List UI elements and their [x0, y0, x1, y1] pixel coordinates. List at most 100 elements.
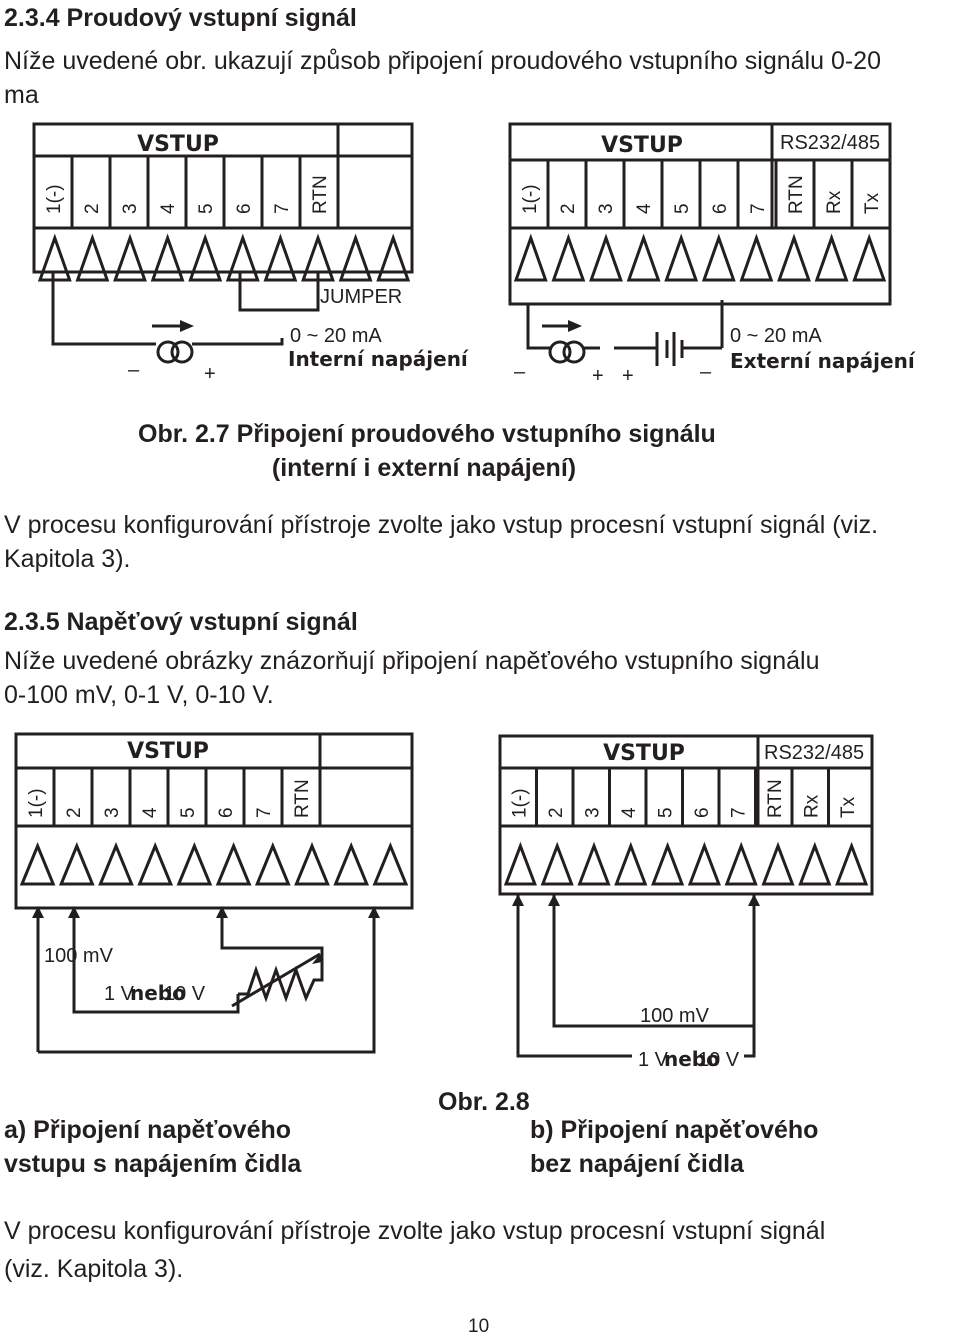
terminal-screw-icon [225, 233, 260, 282]
terminal-screw-icon [589, 233, 623, 282]
fig28-right-100mv: 100 mV [640, 1005, 710, 1027]
fig27-left-header: VSTUP [137, 132, 219, 157]
fig27-left-range: 0 ~ 20 mA [290, 325, 382, 347]
terminal-label: 4 [140, 807, 161, 818]
fig27-right-plus-2: + [622, 365, 634, 387]
section-2-3-4-intro: Níže uvedené obr. ukazují způsob připoje… [4, 47, 881, 75]
terminal-screw-icon [254, 842, 291, 886]
fig27-right-minus-2: – [700, 361, 712, 383]
terminal-label: 4 [634, 203, 655, 214]
terminal-screw-icon [372, 842, 409, 886]
fig28-right-wiring [512, 894, 760, 1058]
fig28-left-sensor-resistor-icon [238, 965, 324, 1003]
terminal-screw-icon [577, 841, 611, 886]
fig28-left-100mv: 100 mV [44, 945, 114, 967]
terminal-label: 6 [234, 203, 255, 214]
terminal-label: 2 [546, 807, 567, 818]
terminal-screw-icon [113, 233, 147, 282]
fig28-left-10v: 10 V [164, 983, 206, 1005]
terminal-label: RTN [765, 779, 786, 818]
terminal-label: 2 [64, 807, 85, 818]
fig27-left-supply: Interní napájení [288, 347, 469, 371]
terminal-screw-icon [58, 842, 95, 886]
terminal-label: 7 [748, 203, 769, 214]
terminal-screw-icon [263, 233, 298, 282]
terminal-screw-icon [835, 841, 869, 886]
terminal-screw-icon [188, 233, 223, 282]
fig28-left-wiring [32, 906, 380, 1054]
fig28-right-header: VSTUP [603, 741, 685, 766]
figure-2-8-caption-b: b) Připojení napěťového [530, 1116, 819, 1144]
terminal-screw-icon [75, 233, 110, 282]
terminal-label: 2 [558, 203, 579, 214]
terminal-screw-icon [294, 842, 330, 886]
terminal-label: 3 [120, 203, 141, 214]
terminal-screw-icon [798, 841, 832, 886]
fig28-right-comm-header: RS232/485 [764, 742, 864, 764]
terminal-screw-icon [777, 233, 811, 282]
fig27-right-range: 0 ~ 20 mA [730, 325, 822, 347]
terminal-screw-icon [852, 233, 887, 282]
terminal-screw-icon [98, 842, 134, 886]
fig27-right-header: VSTUP [601, 133, 683, 158]
terminal-label: 7 [254, 807, 275, 818]
terminal-label: 6 [710, 203, 731, 214]
terminal-label: RTN [786, 175, 807, 214]
terminal-label: 7 [272, 203, 293, 214]
section-2-3-5-intro-cont: 0-100 mV, 0-1 V, 0-10 V. [4, 681, 274, 709]
terminal-screw-icon [338, 233, 373, 282]
note-configuration-1-cont: Kapitola 3). [4, 545, 131, 573]
fig27-left-minus: – [128, 359, 140, 381]
fig28-right-1v: 1 V [638, 1049, 669, 1071]
terminal-screw-icon [333, 842, 370, 886]
terminal-label: Tx [862, 192, 883, 214]
section-2-3-5-intro: Níže uvedené obrázky znázorňují připojen… [4, 647, 820, 675]
terminal-label: 5 [178, 807, 199, 818]
terminal-screw-icon [761, 841, 795, 886]
terminal-label: 4 [158, 203, 179, 214]
terminal-screw-icon [724, 841, 758, 886]
terminal-label: 1(-) [520, 184, 541, 214]
terminal-label: 3 [596, 203, 617, 214]
fig27-left-jumper-wire [238, 272, 320, 312]
fig28-right-nebo: nebo [664, 1047, 720, 1071]
terminal-label: 7 [728, 807, 749, 818]
terminal-screw-icon [176, 842, 213, 886]
terminal-screw-icon [551, 233, 586, 282]
terminal-label: 6 [216, 807, 237, 818]
fig27-right-wiring [526, 300, 724, 366]
fig27-right-plus-1: + [592, 365, 604, 387]
terminal-screw-icon [215, 842, 252, 886]
terminal-screw-icon [614, 841, 648, 886]
terminal-label: 5 [672, 203, 693, 214]
fig27-right-minus: – [514, 361, 526, 383]
terminal-label: Rx [801, 794, 822, 818]
terminal-label: 5 [655, 807, 676, 818]
terminal-label: RTN [292, 779, 313, 818]
note-configuration-2: V procesu konfigurování přístroje zvolte… [4, 1217, 826, 1245]
section-2-3-4-title: 2.3.4 Proudový vstupní signál [4, 4, 357, 32]
fig27-right-terminal-block: 1(-) 2 3 4 5 6 7 RTN Rx Tx [508, 122, 892, 306]
note-configuration-1: V procesu konfigurování přístroje zvolte… [4, 511, 879, 539]
terminal-screw-icon [37, 233, 72, 282]
terminal-label: Rx [824, 190, 845, 214]
figure-2-8-caption-a-cont: vstupu s napájením čidla [4, 1150, 302, 1178]
terminal-screw-icon [701, 233, 736, 282]
note-configuration-2-cont: (viz. Kapitola 3). [4, 1255, 184, 1283]
terminal-label: 6 [692, 807, 713, 818]
terminal-label: 3 [582, 807, 603, 818]
terminal-label: Tx [838, 796, 859, 818]
terminal-label: 5 [196, 203, 217, 214]
fig27-right-flow-arrow-icon [568, 320, 582, 332]
terminal-screw-icon [376, 233, 411, 282]
page-number: 10 [468, 1316, 490, 1337]
terminal-screw-icon [687, 841, 721, 886]
fig27-right-supply: Externí napájení [730, 349, 916, 373]
fig27-left-jumper-label: JUMPER [320, 286, 402, 308]
terminal-screw-icon [651, 841, 685, 886]
terminal-label: 3 [102, 807, 123, 818]
fig27-right-battery-icon [655, 332, 684, 366]
figure-2-7-caption-cont: (interní i externí napájení) [271, 454, 577, 482]
fig27-right-current-source-icon [548, 340, 572, 364]
